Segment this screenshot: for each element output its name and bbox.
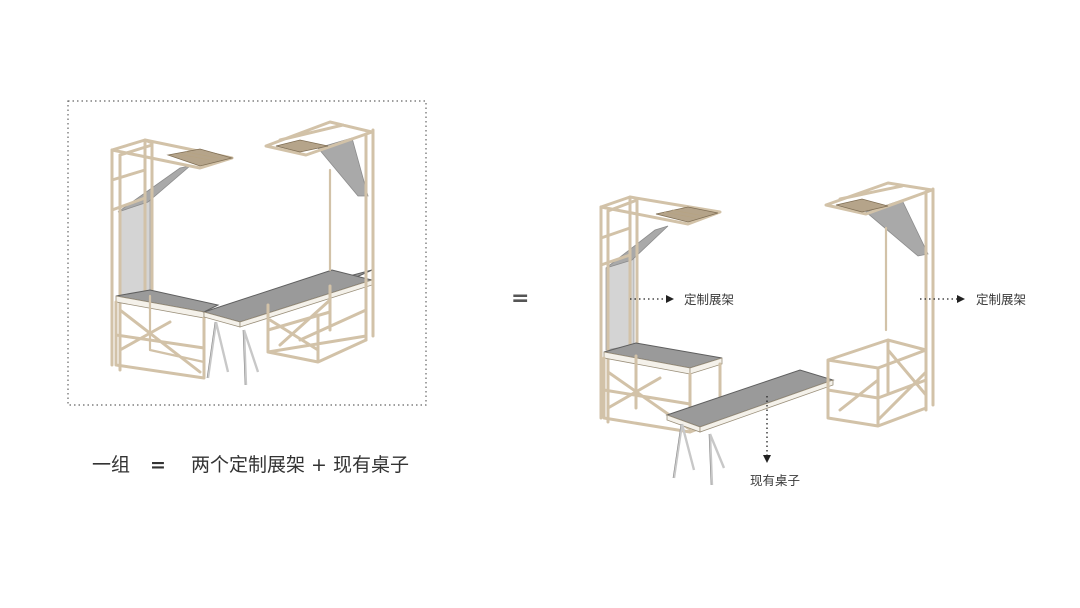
formula: 一组 = 两个定制展架 + 现有桌子 — [92, 454, 409, 476]
assembled-group — [67, 100, 427, 406]
label-right-shelf: 定制展架 — [976, 292, 1026, 307]
formula-equals: = — [150, 454, 166, 476]
annotation-left-shelf: 定制展架 — [630, 292, 734, 307]
group-dotted-border — [67, 100, 427, 406]
exploded-right-shelf — [824, 181, 935, 428]
formula-right: 两个定制展架 + 现有桌子 — [191, 454, 409, 476]
center-equals-sign: = — [511, 286, 529, 311]
assembled-table — [202, 269, 374, 386]
exploded-left-shelf — [599, 195, 723, 434]
annotation-table: 现有桌子 — [750, 396, 800, 488]
assembled-right-shelf — [264, 120, 375, 364]
exploded-table — [665, 369, 835, 486]
formula-left: 一组 — [92, 454, 130, 476]
label-table: 现有桌子 — [750, 473, 800, 488]
annotation-right-shelf: 定制展架 — [920, 292, 1026, 307]
assembled-left-shelf — [110, 138, 234, 380]
label-left-shelf: 定制展架 — [684, 292, 734, 307]
